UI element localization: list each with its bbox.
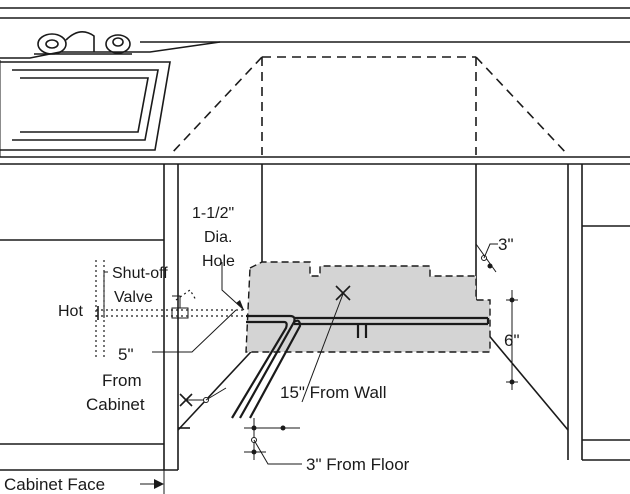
right-cabinet [567,164,630,461]
five-inch-label: 5" [118,345,134,364]
hole-word-label: Hole [202,253,235,270]
shutoff-label: Shut-off [112,265,168,282]
from-wall-label: 15" From Wall [280,383,386,402]
cabinet-face-label: Cabinet Face [4,475,105,494]
cabinet-label: Cabinet [86,395,145,414]
labels: 1-1/2" Dia. Hole Shut-off Valve Hot 5" F… [4,205,520,494]
hole-dia-label: Dia. [204,229,232,246]
left-cabinet [0,164,179,471]
from-label: From [102,371,142,390]
dishwasher-outline [169,56,569,156]
shutoff-valve-icon [171,289,197,319]
wall-lines [0,7,630,43]
hole-size-label: 1-1/2" [192,205,234,222]
hot-label: Hot [58,303,83,320]
drain-pipe [231,314,490,419]
six-inch-label: 6" [504,331,520,350]
countertop [0,41,630,165]
hole-marker-icon [335,285,351,301]
leader-lines [103,243,518,494]
three-inch-label: 3" [498,235,514,254]
access-area [245,261,491,353]
faucet-icon [34,31,132,55]
from-floor-label: 3" From Floor [306,455,410,474]
sink [0,61,171,151]
valve-label: Valve [114,289,153,306]
